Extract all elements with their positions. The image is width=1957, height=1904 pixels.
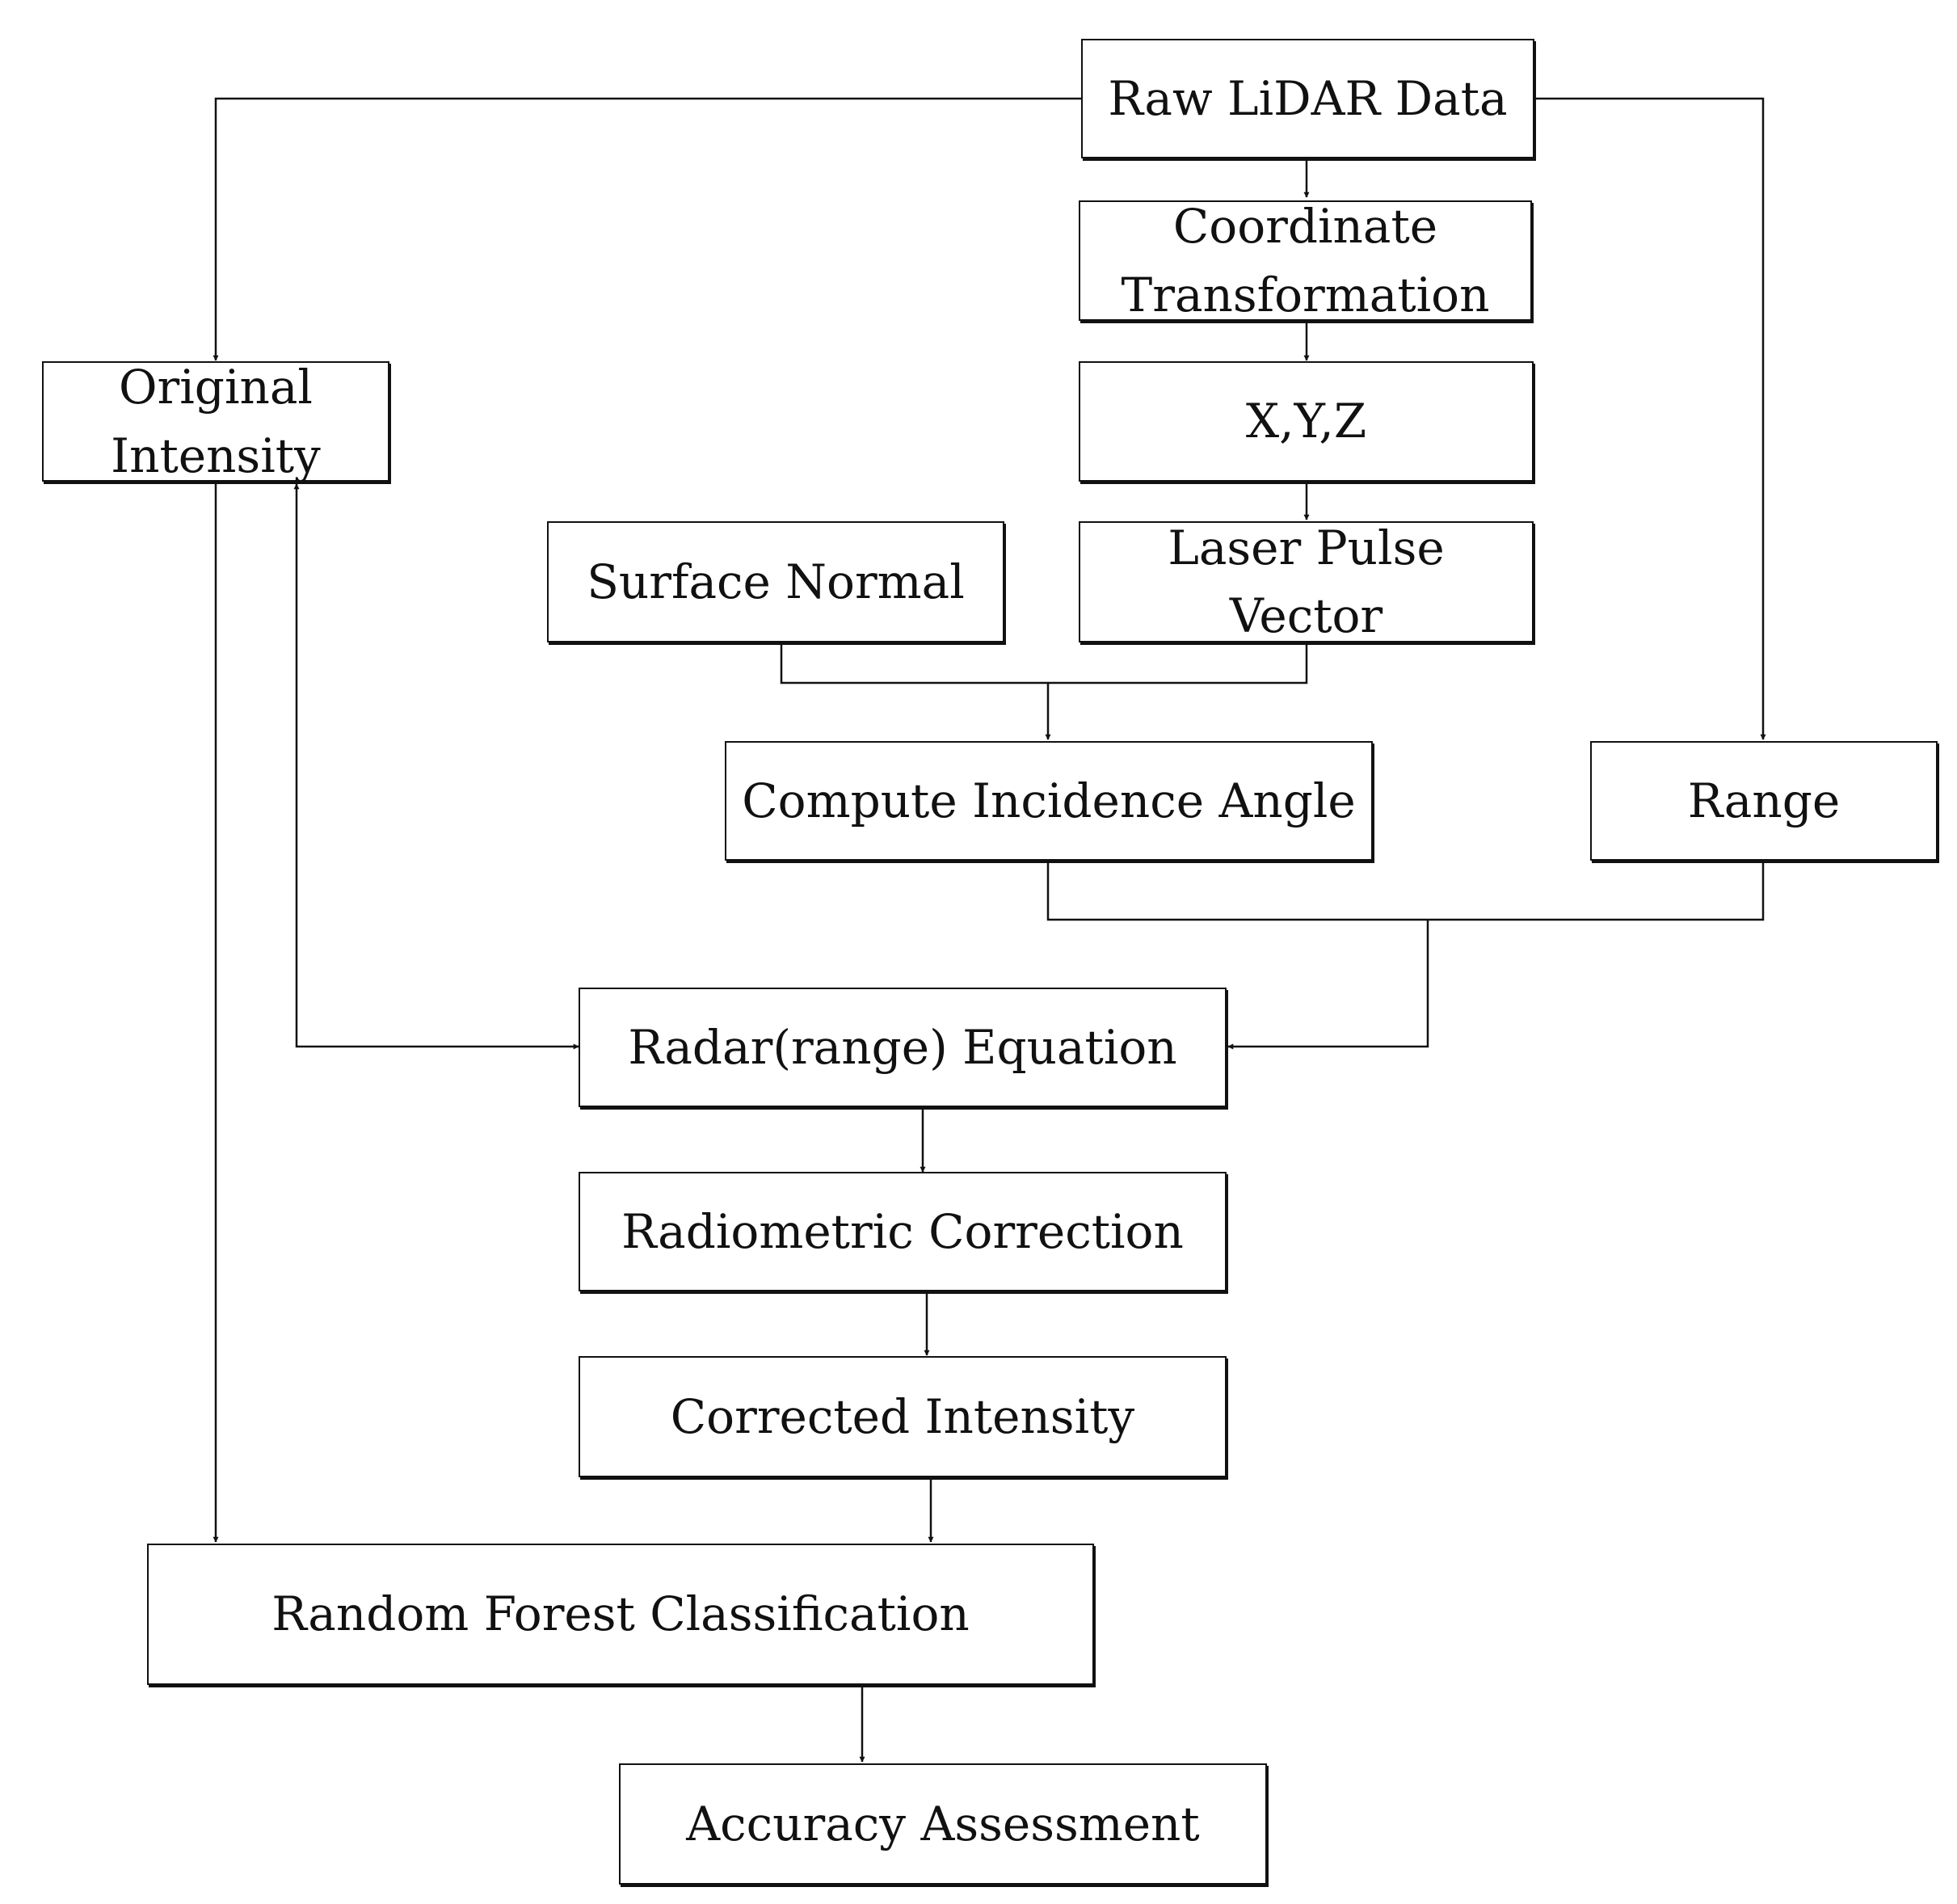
edge-surface-normal-to-join <box>780 642 1308 685</box>
edge-join-to-radar-equation <box>1227 920 1429 1050</box>
node-range-label: Range <box>1687 773 1841 828</box>
node-raw-lidar-data-label: Raw LiDAR Data <box>1108 70 1508 126</box>
node-corrected-intensity: Corrected Intensity <box>579 1356 1227 1477</box>
node-radiometric-correction-label: Radiometric Correction <box>621 1203 1184 1259</box>
node-random-forest-classification-label: Random Forest Classification <box>271 1586 970 1642</box>
node-compute-incidence-angle-label: Compute Incidence Angle <box>742 773 1356 828</box>
node-radiometric-correction: Radiometric Correction <box>579 1172 1227 1291</box>
edge-incidence-range-join <box>1046 861 1765 921</box>
node-corrected-intensity-label: Corrected Intensity <box>670 1388 1135 1444</box>
node-xyz-label: X,Y,Z <box>1245 394 1367 449</box>
node-surface-normal-label: Surface Normal <box>587 554 965 609</box>
node-surface-normal: Surface Normal <box>547 521 1004 642</box>
node-original-intensity: Original Intensity <box>42 360 389 483</box>
node-accuracy-assessment-label: Accuracy Assessment <box>686 1796 1200 1851</box>
edge-raw-lidar-to-range <box>1534 97 1766 740</box>
node-radar-range-equation: Radar(range) Equation <box>579 988 1227 1107</box>
node-coordinate-transformation-label: Coordinate Transformation <box>1121 199 1490 322</box>
node-xyz: X,Y,Z <box>1079 361 1534 482</box>
node-range: Range <box>1590 741 1938 861</box>
node-raw-lidar-data: Raw LiDAR Data <box>1081 39 1534 158</box>
edge-raw-lidar-to-original-intensity <box>213 97 1081 361</box>
node-radar-range-equation-label: Radar(range) Equation <box>628 1019 1177 1075</box>
node-coordinate-transformation: Coordinate Transformation <box>1079 199 1532 322</box>
node-compute-incidence-angle: Compute Incidence Angle <box>725 741 1373 861</box>
node-laser-pulse-vector-label: Laser Pulse Vector <box>1168 520 1445 643</box>
node-accuracy-assessment: Accuracy Assessment <box>619 1763 1267 1885</box>
node-laser-pulse-vector: Laser Pulse Vector <box>1079 520 1534 643</box>
node-random-forest-classification: Random Forest Classification <box>147 1544 1094 1685</box>
node-original-intensity-label: Original Intensity <box>111 360 321 483</box>
edge-original-intensity-to-radar-equation <box>293 483 579 1050</box>
